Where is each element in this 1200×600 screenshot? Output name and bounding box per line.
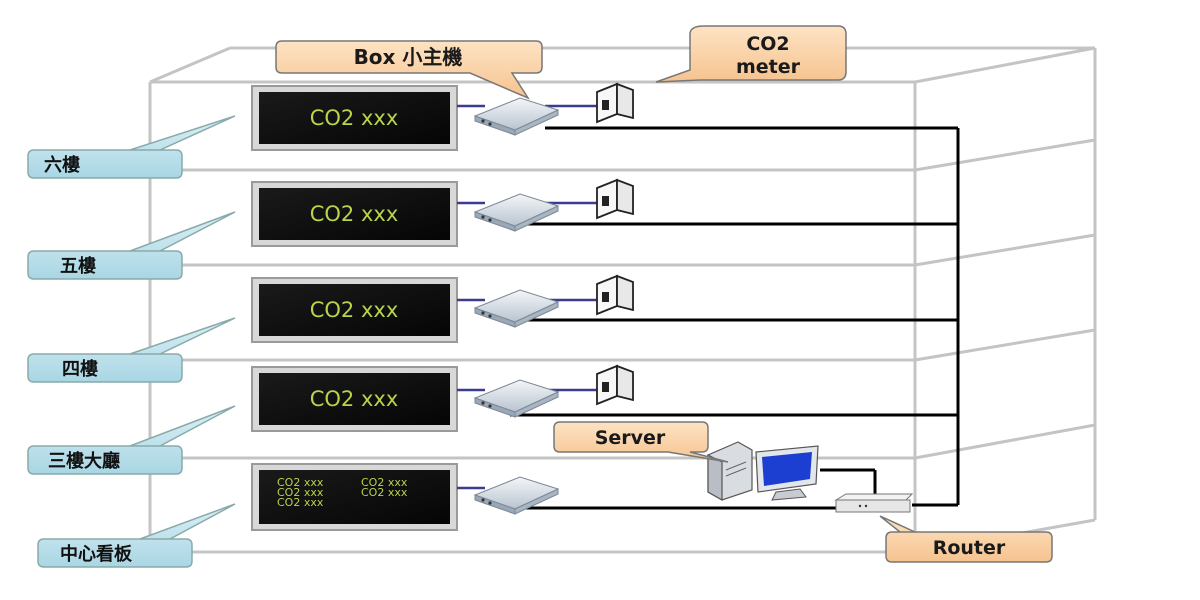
blue-cables	[457, 104, 600, 490]
center-board-cell: CO2 xxx	[361, 486, 408, 499]
center-board-cell: CO2 xxx	[277, 486, 324, 499]
floor-label-3-lobby: 三樓大廳	[27, 405, 236, 475]
callout-router-text: Router	[933, 537, 1006, 559]
box-device-floor-6	[473, 97, 560, 136]
floor-label-3-text: 三樓大廳	[48, 450, 120, 472]
callout-router: Router	[879, 515, 1053, 563]
floor-label-6-text: 六樓	[44, 154, 80, 176]
center-board-cell: CO2 xxx	[277, 476, 324, 489]
floor-label-6: 六樓	[27, 115, 236, 179]
floor-label-5-text: 五樓	[60, 255, 96, 277]
box-device-floor-3	[473, 379, 560, 418]
server-computer-icon	[707, 441, 819, 502]
co2-meter-floor-4	[596, 274, 634, 316]
floor-label-4-text: 四樓	[62, 358, 98, 380]
building-frame	[148, 46, 1097, 554]
floor-4-display: CO2 xxx	[310, 298, 399, 322]
callout-co2-meter-line2: meter	[736, 56, 801, 78]
center-board-monitor: CO2 xxx CO2 xxx CO2 xxx CO2 xxx CO2 xxx	[251, 463, 458, 531]
floor-6-display: CO2 xxx	[310, 106, 399, 130]
callout-box-host: Box 小主機	[275, 40, 543, 100]
floor-4-monitor: CO2 xxx	[251, 277, 458, 343]
floor-3-display: CO2 xxx	[310, 387, 399, 411]
floor-6-monitor: CO2 xxx	[251, 85, 458, 151]
co2-meter-floor-6	[596, 82, 634, 124]
floor-label-5: 五樓	[27, 211, 236, 280]
callout-server: Server	[553, 421, 729, 463]
floor-label-center-board: 中心看板	[37, 503, 236, 568]
callout-box-host-text: Box 小主機	[354, 45, 463, 69]
callout-co2-meter-line1: CO2	[746, 33, 789, 55]
floor-5-display: CO2 xxx	[310, 202, 399, 226]
co2-meter-floor-5	[596, 178, 634, 220]
co2-meter-floor-3	[596, 364, 634, 406]
box-device-center	[473, 476, 560, 515]
callout-server-text: Server	[595, 427, 666, 449]
center-board-cell: CO2 xxx	[277, 496, 324, 509]
box-device-floor-4	[473, 289, 560, 328]
floor-5-monitor: CO2 xxx	[251, 181, 458, 247]
network-cables	[510, 126, 960, 510]
center-board-cell: CO2 xxx	[361, 476, 408, 489]
router-icon	[834, 493, 914, 513]
floor-label-4: 四樓	[27, 317, 236, 383]
floor-label-center-text: 中心看板	[60, 543, 133, 565]
box-device-floor-5	[473, 193, 560, 232]
callout-co2-meter: CO2 meter	[655, 25, 847, 83]
floor-3-lobby-monitor: CO2 xxx	[251, 366, 458, 432]
